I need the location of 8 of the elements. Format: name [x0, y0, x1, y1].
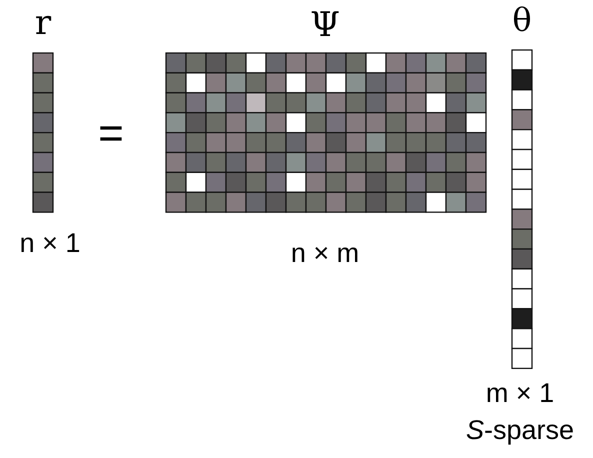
matrix-symbol: Ψ [310, 8, 340, 42]
dimension-text: n × m [290, 240, 360, 267]
equals-sign: = [98, 112, 124, 156]
sparsity-text: S-sparse [466, 417, 574, 444]
dimension-text: m × 1 [486, 380, 554, 407]
vector-symbol: θ [512, 4, 532, 36]
dimension-text: n × 1 [20, 230, 80, 257]
vector-symbol: r [34, 6, 52, 40]
